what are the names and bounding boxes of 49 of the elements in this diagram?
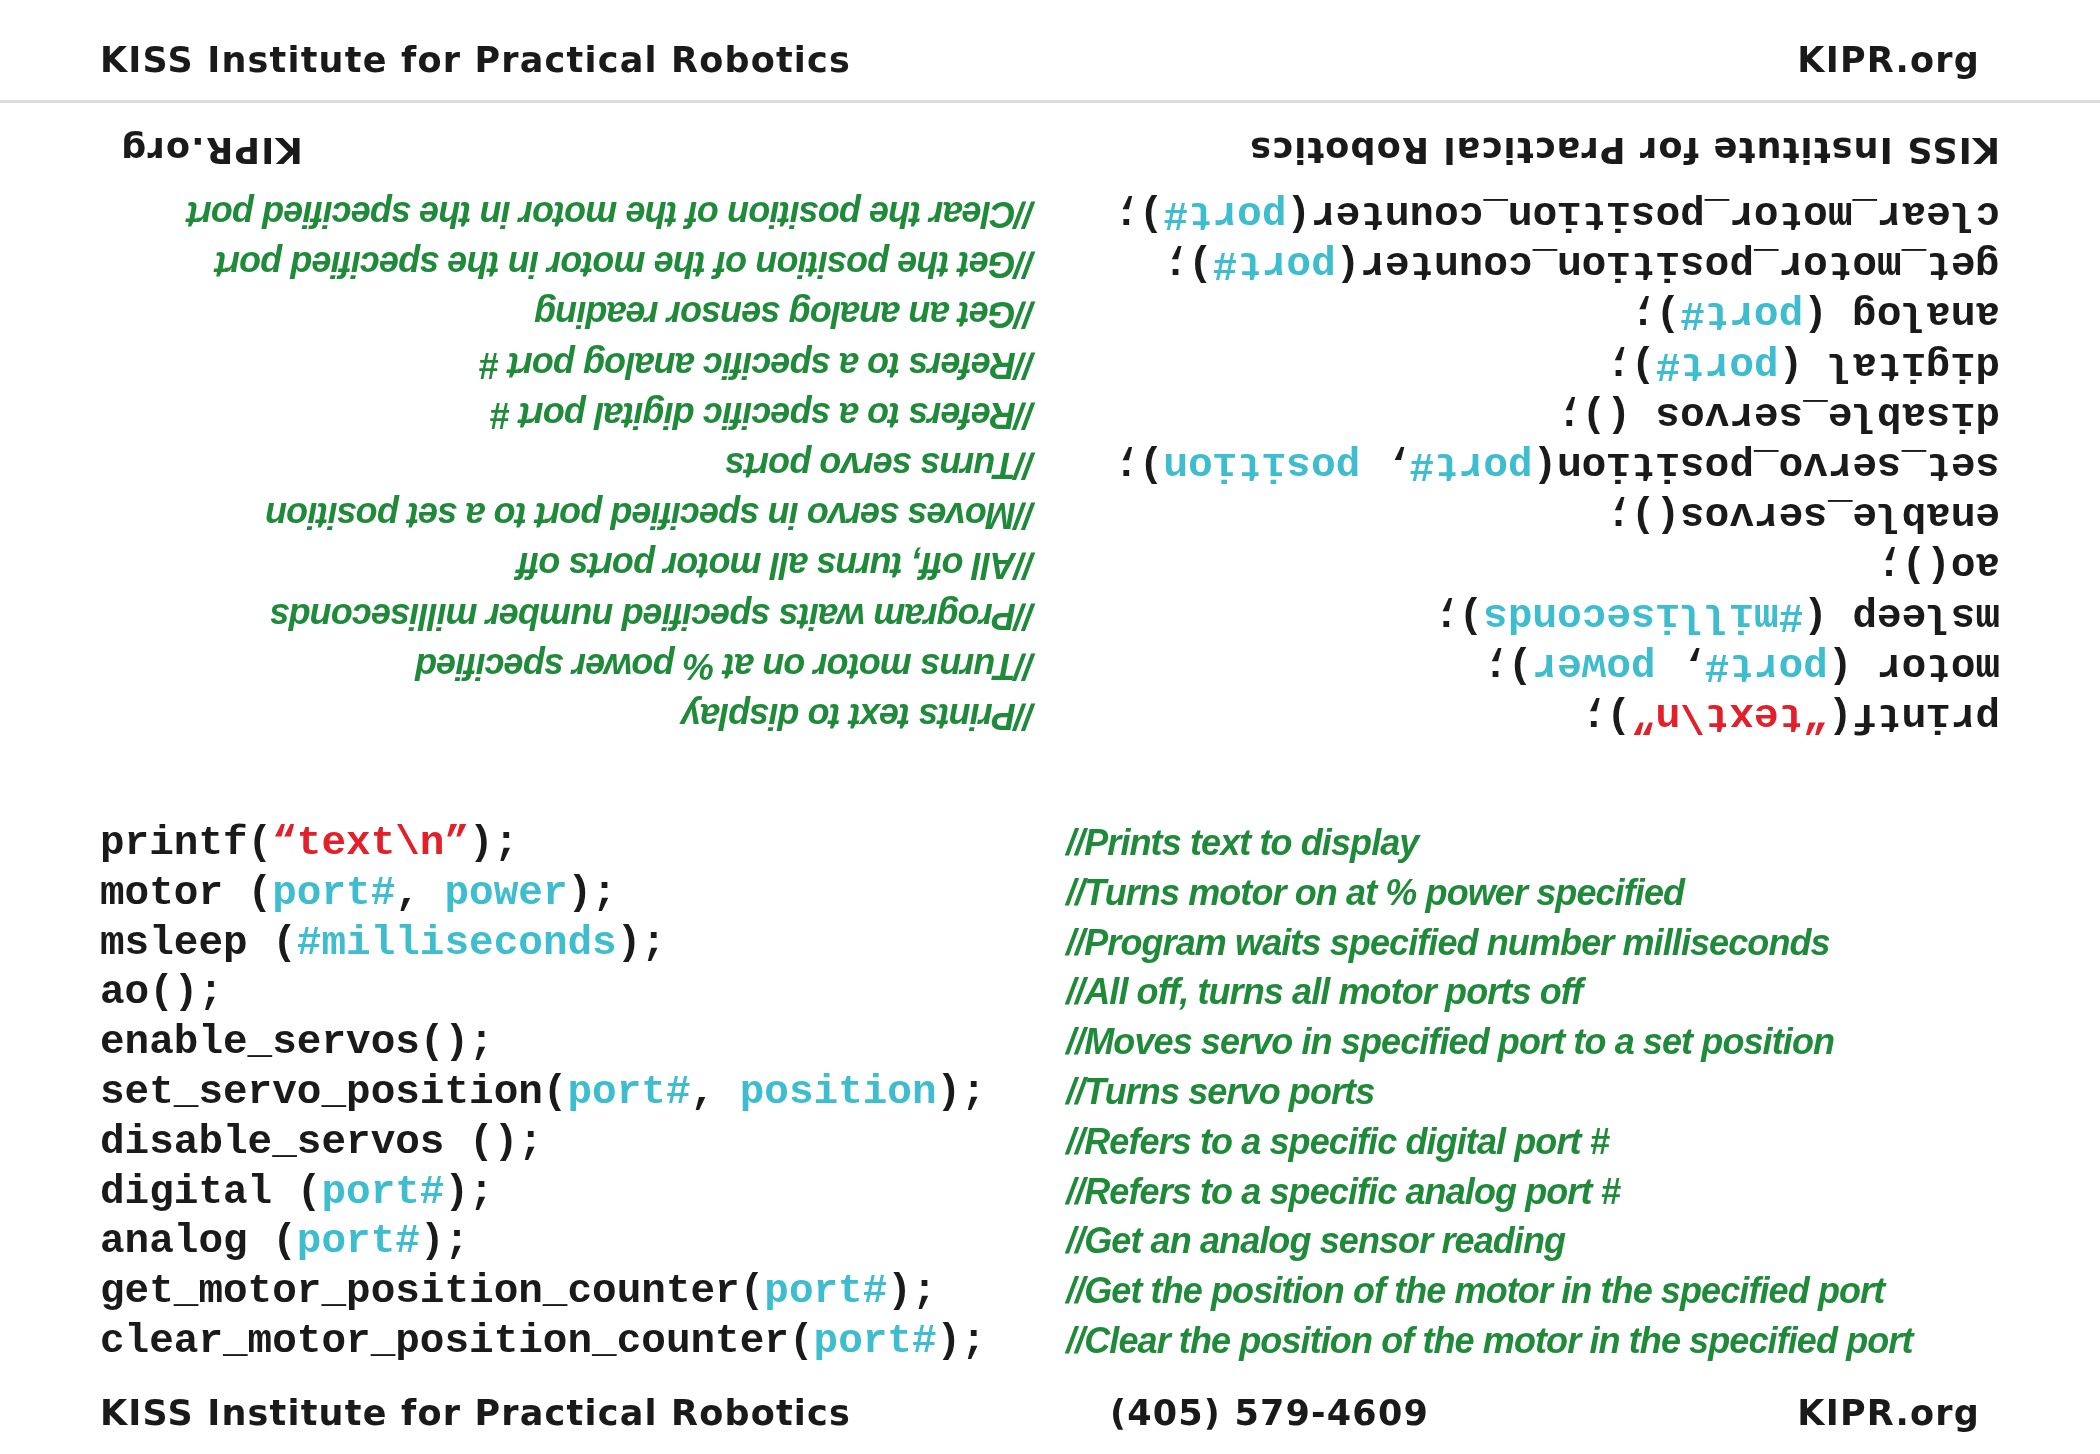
code-line: ao(); (100, 968, 224, 1017)
code-comment: //Moves servo in specified port to a set position (265, 494, 1034, 537)
code-comment: //Prints text to display (1066, 822, 1419, 864)
code-line: printf(“text\n”); (1581, 692, 2000, 740)
code-comment: //Program waits specified number milliseconds (1066, 921, 1830, 964)
code-comment: //Program waits specified number milliseconds (270, 594, 1034, 637)
code-comment: //Get the position of the motor in the specified port (1066, 1270, 1885, 1313)
website-url: KIPR.org (120, 129, 303, 171)
code-line: motor (port#, power); (1483, 641, 2000, 690)
code-comment: //Moves servo in specified port to a set position (1066, 1021, 1835, 1064)
code-comment: //Turns motor on at % power specified (415, 644, 1034, 687)
code-line: analog (port#); (1630, 290, 2000, 339)
code-line: clear_motor_position_counter(port#); (100, 1317, 986, 1365)
code-line: set_servo_position(port#, position); (100, 1068, 986, 1116)
code-comment: //Refers to a specific digital port # (491, 393, 1034, 436)
code-comment: //Clear the position of the motor in the specified port (187, 193, 1034, 235)
code-line: clear_motor_position_counter(port#); (1114, 190, 2000, 238)
code-line: get_motor_position_counter(port#); (100, 1267, 937, 1316)
code-comment: //Turns servo ports (1066, 1071, 1375, 1113)
code-comment: //Refers to a specific analog port # (480, 343, 1034, 386)
code-line: digital (port#); (100, 1167, 494, 1216)
institute-name: KISS Institute for Practical Robotics (100, 1392, 852, 1434)
code-line: printf(“text\n”); (100, 819, 519, 867)
code-line: get_motor_position_counter(port#); (1163, 240, 2000, 289)
code-comment: //Refers to a specific digital port # (1066, 1120, 1609, 1163)
code-line: disable_servos (); (100, 1117, 543, 1166)
code-line: motor (port#, power); (100, 868, 617, 917)
code-line: ao(); (1876, 541, 2000, 590)
website-url: KIPR.org (1797, 1392, 1980, 1434)
code-line: set_servo_position(port#, position); (1114, 441, 2000, 489)
code-line: analog (port#); (100, 1217, 470, 1266)
code-line: disable_servos (); (1557, 390, 2000, 439)
code-line: enable_servos(); (1606, 491, 2000, 540)
code-comment: //Get the position of the motor in the specified port (215, 243, 1034, 286)
phone-number: (405) 579-4609 (1110, 1392, 1430, 1434)
code-line: digital (port#); (1606, 340, 2000, 389)
institute-name: KISS Institute for Practical Robotics (1248, 129, 2000, 171)
code-comment: //Get an analog sensor reading (1066, 1220, 1566, 1263)
code-comment: //Get an analog sensor reading (534, 293, 1034, 336)
code-comment: //Clear the position of the motor in the specified port (1066, 1320, 1913, 1362)
institute-name: KISS Institute for Practical Robotics (100, 39, 852, 81)
code-comment: //Refers to a specific analog port # (1066, 1170, 1620, 1213)
code-comment: //Prints text to display (681, 695, 1034, 737)
code-comment: //Turns motor on at % power specified (1066, 871, 1685, 914)
website-url: KIPR.org (1797, 39, 1980, 81)
code-line: msleep (#milliseconds); (1434, 591, 2000, 640)
code-line: msleep (#milliseconds); (100, 918, 666, 967)
code-comment: //Turns servo ports (725, 444, 1034, 486)
code-line: enable_servos(); (100, 1018, 494, 1067)
